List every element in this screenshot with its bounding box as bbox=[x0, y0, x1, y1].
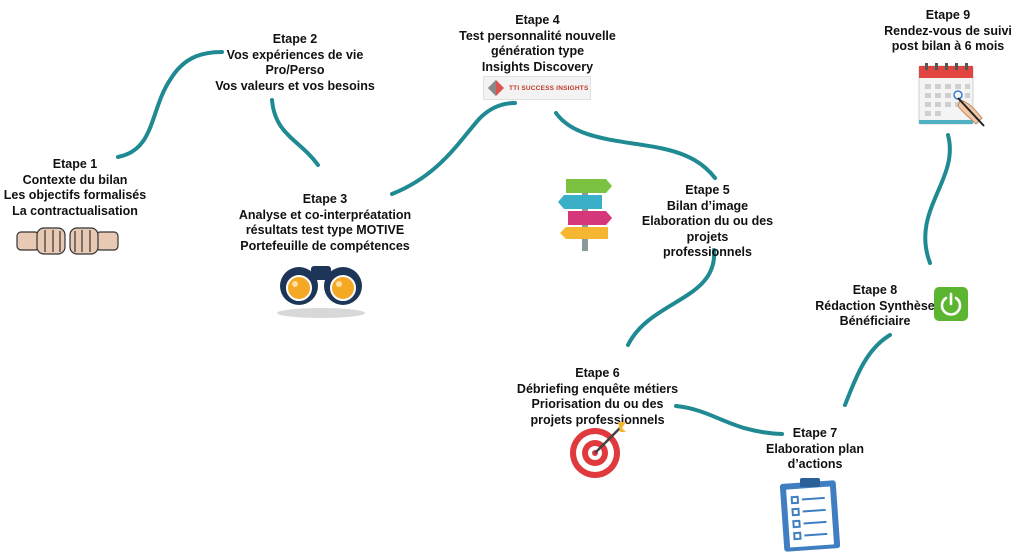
binoculars-icon bbox=[277, 266, 365, 318]
step-line: Priorisation du ou des bbox=[531, 397, 664, 411]
step-line: Bilan d’image bbox=[666, 198, 749, 213]
path-segment-6-7 bbox=[674, 404, 784, 436]
diamond-icon bbox=[488, 80, 504, 96]
step-line: Contexte du bilan bbox=[22, 172, 128, 187]
step-line: projets professionnels bbox=[530, 412, 665, 427]
step-line: professionnels bbox=[663, 245, 752, 259]
step-line: Vos valeurs et vos besoins bbox=[215, 78, 375, 93]
calendar-icon bbox=[918, 63, 985, 127]
step-line: d’actions bbox=[787, 457, 843, 471]
step-title: Etape 8 bbox=[852, 283, 898, 297]
step-line: Elaboration plan bbox=[766, 441, 864, 456]
path-segment-1-2 bbox=[116, 50, 224, 159]
path-segment-5-6 bbox=[626, 248, 717, 347]
step-line: Test personnalité nouvelle bbox=[459, 28, 616, 43]
step-title: Etape 2 bbox=[272, 32, 318, 46]
path-segment-2-3 bbox=[270, 98, 320, 167]
tti-logo-icon: TTI SUCCESS INSIGHTS bbox=[483, 76, 591, 100]
step-6: Etape 6 Débriefing enquête métiers Prior… bbox=[510, 366, 685, 428]
fists-icon bbox=[16, 227, 119, 255]
step-line: La contractualisation bbox=[12, 203, 138, 218]
step-line: Portefeuille de compétences bbox=[240, 238, 410, 253]
step-line: post bilan à 6 mois bbox=[891, 39, 1005, 53]
step-3: Etape 3 Analyse et co-interpréatation ré… bbox=[235, 192, 415, 254]
clipboard-icon bbox=[779, 478, 841, 552]
path-segment-4-5 bbox=[554, 111, 717, 180]
step-line: génération type bbox=[490, 44, 585, 58]
step-line: Insights Discovery bbox=[481, 59, 594, 74]
logo-text: TTI SUCCESS INSIGHTS bbox=[509, 84, 589, 92]
power-button-icon bbox=[934, 287, 968, 321]
step-line: Vos expériences de vie bbox=[226, 47, 364, 62]
step-line: Rendez-vous de suivi bbox=[884, 23, 1012, 38]
step-line: Analyse et co-interpréatation bbox=[238, 207, 412, 222]
path-segment-8-9 bbox=[923, 133, 952, 265]
step-2: Etape 2 Vos expériences de vie Pro/Perso… bbox=[205, 32, 385, 94]
step-title: Etape 4 bbox=[515, 13, 560, 27]
step-5: Etape 5 Bilan d’image Elaboration du ou … bbox=[620, 183, 795, 261]
step-title: Etape 6 bbox=[575, 366, 620, 380]
path-segment-7-8 bbox=[843, 333, 892, 407]
step-line: Elaboration du ou des projets bbox=[641, 214, 774, 244]
step-line: résultats test type MOTIVE bbox=[245, 223, 405, 237]
path-segment-3-4 bbox=[390, 101, 517, 196]
step-title: Etape 3 bbox=[302, 192, 348, 206]
step-line: Les objectifs formalisés bbox=[3, 188, 147, 202]
step-line: Pro/Perso bbox=[265, 63, 325, 77]
step-title: Etape 7 bbox=[792, 426, 838, 440]
step-8: Etape 8 Rédaction Synthèse Bénéficiaire bbox=[805, 283, 945, 330]
step-7: Etape 7 Elaboration plan d’actions bbox=[760, 426, 870, 473]
step-title: Etape 1 bbox=[52, 157, 98, 171]
step-title: Etape 9 bbox=[925, 8, 971, 22]
step-1: Etape 1 Contexte du bilan Les objectifs … bbox=[0, 157, 155, 219]
step-line: Débriefing enquête métiers bbox=[516, 381, 679, 396]
step-9: Etape 9 Rendez-vous de suivi post bilan … bbox=[878, 8, 1018, 55]
target-icon bbox=[570, 422, 626, 478]
step-line: Bénéficiaire bbox=[839, 314, 911, 328]
step-4: Etape 4 Test personnalité nouvelle génér… bbox=[445, 13, 630, 75]
signpost-icon bbox=[558, 179, 612, 251]
step-line: Rédaction Synthèse bbox=[815, 298, 935, 313]
step-title: Etape 5 bbox=[685, 183, 730, 197]
